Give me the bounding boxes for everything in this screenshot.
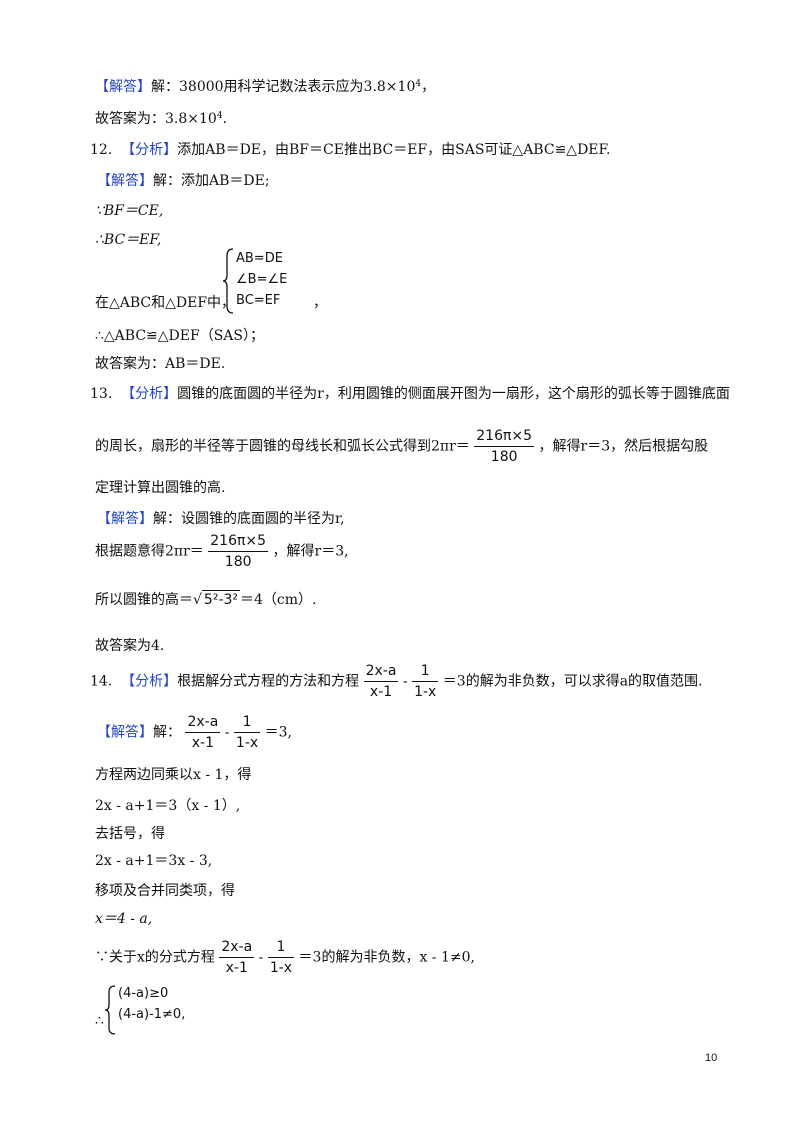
p13-eq-numerator: 216π×5 — [208, 531, 269, 552]
p14-cond-frac2-numerator: 1 — [267, 937, 295, 958]
answer-tag: 【解答】 — [95, 79, 151, 95]
p14-answer-frac2-numerator: 1 — [233, 712, 261, 733]
p14-step-4: 2x - a+1＝3x - 3, — [95, 853, 213, 869]
p14-system-eq2: (4-a)-1≠0, — [118, 1007, 186, 1022]
p12-system-eq3: BC=EF — [236, 293, 281, 308]
p14-step-5: 移项及合并同类项，得 — [95, 883, 235, 899]
p14-frac1-numerator: 2x-a — [363, 661, 399, 682]
p11-final-end: . — [222, 111, 227, 127]
p14-system-prefix: ∴ — [95, 1013, 104, 1029]
p14-analysis-b: ＝3的解为非负数，可以求得a的取值范围. — [442, 673, 703, 690]
p14-answer-frac1-denominator: x-1 — [191, 735, 214, 751]
p13-fraction-denominator: 180 — [490, 449, 518, 465]
p14-analysis-frac1: 2x-a x-1 — [363, 661, 399, 702]
p13-analysis-2a: 的周长，扇形的半径等于圆锥的母线长和弧长公式得到2πr＝ — [95, 438, 470, 455]
p14-frac2-denominator: 1-x — [414, 684, 437, 700]
p11-final-line: 故答案为：3.8×104. — [95, 110, 227, 128]
p13-eq-suffix: ，解得r＝3, — [272, 543, 349, 560]
page-number: 10 — [705, 1052, 718, 1064]
p13-eq-denominator: 180 — [224, 554, 252, 570]
p14-cond-suffix: ＝3的解为非负数，x - 1≠0, — [298, 949, 475, 966]
left-brace-icon — [104, 985, 116, 1035]
p14-frac2-numerator: 1 — [412, 661, 439, 682]
p12-answer-line: 【解答】解：添加AB＝DE; — [97, 172, 270, 190]
p14-cond-frac1-numerator: 2x-a — [219, 937, 255, 958]
p12-answer: 解：添加AB＝DE; — [153, 173, 270, 189]
p13-analysis-1: 圆锥的底面圆的半径为r，利用圆锥的侧面展开图为一扇形，这个扇形的弧长等于圆锥底面 — [177, 386, 730, 402]
p13-analysis-line1: 13. 【分析】圆锥的底面圆的半径为r，利用圆锥的侧面展开图为一扇形，这个扇形的… — [90, 385, 730, 403]
analysis-tag: 【分析】 — [121, 142, 178, 158]
p14-answer-line: 【解答】解： 2x-a x-1 - 1 1-x ＝3, — [97, 712, 292, 753]
p12-number: 12. — [90, 142, 113, 158]
p12-analysis-line: 12. 【分析】添加AB＝DE，由BF＝CE推出BC＝EF，由SAS可证△ABC… — [90, 141, 611, 159]
p13-height-prefix: 所以圆锥的高＝ — [95, 592, 193, 608]
answer-tag: 【解答】 — [97, 173, 153, 189]
answer-tag: 【解答】 — [97, 511, 153, 527]
p11-answer-text: 解：38000用科学记数法表示应为3.8×10 — [151, 79, 416, 95]
p13-equation-line: 根据题意得2πr＝ 216π×5 180 ，解得r＝3, — [95, 531, 349, 572]
p12-system-eq1: AB=DE — [236, 251, 283, 266]
p14-step-6: x＝4 - a, — [95, 911, 153, 927]
p12-line1: ∵BF＝CE, — [95, 203, 164, 219]
p14-cond-frac1-denominator: x-1 — [225, 960, 248, 976]
p14-condition-line: ∵关于x的分式方程 2x-a x-1 - 1 1-x ＝3的解为非负数，x - … — [95, 937, 475, 978]
p12-final: 故答案为：AB＝DE. — [95, 356, 226, 372]
p13-final: 故答案为4. — [95, 638, 165, 654]
p11-final-exponent: 4 — [216, 111, 223, 121]
p13-answer: 解：设圆锥的底面圆的半径为r, — [153, 511, 345, 527]
p14-answer-minus: - — [224, 724, 230, 741]
p14-answer-frac2-denominator: 1-x — [235, 735, 259, 751]
p13-height-line: 所以圆锥的高＝√5²-3²＝4（cm）. — [95, 590, 317, 609]
p13-eq-fraction: 216π×5 180 — [208, 531, 269, 572]
answer-tag: 【解答】 — [97, 724, 153, 741]
p12-analysis: 添加AB＝DE，由BF＝CE推出BC＝EF，由SAS可证△ABC≌△DEF. — [177, 142, 611, 158]
p13-answer-line: 【解答】解：设圆锥的底面圆的半径为r, — [97, 510, 345, 528]
p13-sqrt-content: 5²-3² — [201, 590, 241, 608]
p14-cond-minus: - — [258, 949, 264, 966]
p12-system: AB=DE ∠B=∠E BC=EF — [236, 248, 287, 311]
p14-answer-suffix: ＝3, — [264, 724, 292, 741]
p14-step-2: 2x - a+1＝3（x - 1）, — [95, 798, 241, 814]
p13-analysis-line3: 定理计算出圆锥的高. — [95, 480, 226, 496]
p13-fraction: 216π×5 180 — [474, 426, 535, 467]
p12-system-end: ， — [313, 295, 327, 311]
p14-cond-frac2-denominator: 1-x — [269, 960, 293, 976]
p13-eq-prefix: 根据题意得2πr＝ — [95, 543, 204, 560]
p11-final-text: 故答案为：3.8×10 — [95, 111, 217, 127]
analysis-tag: 【分析】 — [121, 386, 178, 402]
p11-exponent: 4 — [415, 79, 422, 89]
p13-analysis-line2: 的周长，扇形的半径等于圆锥的母线长和弧长公式得到2πr＝ 216π×5 180 … — [95, 426, 708, 467]
p14-cond-prefix: ∵关于x的分式方程 — [95, 949, 215, 966]
p14-system: (4-a)≥0 (4-a)-1≠0, — [118, 983, 185, 1025]
p12-line2: ∴BC＝EF, — [95, 232, 162, 248]
p13-number: 13. — [90, 386, 113, 402]
p14-answer-prefix: 解： — [153, 724, 181, 741]
p12-system-eq2: ∠B=∠E — [236, 272, 288, 287]
p14-step-3: 去括号，得 — [95, 826, 165, 842]
p14-number: 14. — [90, 673, 113, 690]
left-brace-icon — [222, 248, 234, 314]
p13-fraction-numerator: 216π×5 — [474, 426, 535, 447]
analysis-tag: 【分析】 — [121, 673, 178, 690]
p14-minus: - — [402, 673, 408, 690]
p14-answer-frac2: 1 1-x — [233, 712, 261, 753]
p13-analysis-2b: ，解得r＝3，然后根据勾股 — [538, 438, 709, 455]
p14-system-eq1: (4-a)≥0 — [118, 986, 169, 1001]
p14-cond-frac2: 1 1-x — [267, 937, 295, 978]
p14-analysis-frac2: 1 1-x — [412, 661, 439, 702]
p13-height-suffix: ＝4（cm）. — [240, 592, 317, 608]
p14-answer-frac1: 2x-a x-1 — [185, 712, 221, 753]
p14-step-1: 方程两边同乘以x - 1，得 — [95, 767, 252, 783]
p14-frac1-denominator: x-1 — [369, 684, 393, 700]
p11-answer-line: 【解答】解：38000用科学记数法表示应为3.8×104， — [95, 78, 435, 96]
p14-analysis-a: 根据解分式方程的方法和方程 — [177, 673, 360, 690]
p11-answer-end: ， — [421, 79, 436, 95]
p12-conclusion: ∴△ABC≌△DEF（SAS）； — [95, 328, 264, 344]
p12-system-prefix: 在△ABC和△DEF中， — [95, 295, 236, 311]
p14-answer-frac1-numerator: 2x-a — [185, 712, 221, 733]
p14-cond-frac1: 2x-a x-1 — [219, 937, 255, 978]
sqrt-icon: √ — [193, 592, 202, 608]
p14-analysis-line: 14. 【分析】根据解分式方程的方法和方程 2x-a x-1 - 1 1-x ＝… — [90, 661, 703, 702]
